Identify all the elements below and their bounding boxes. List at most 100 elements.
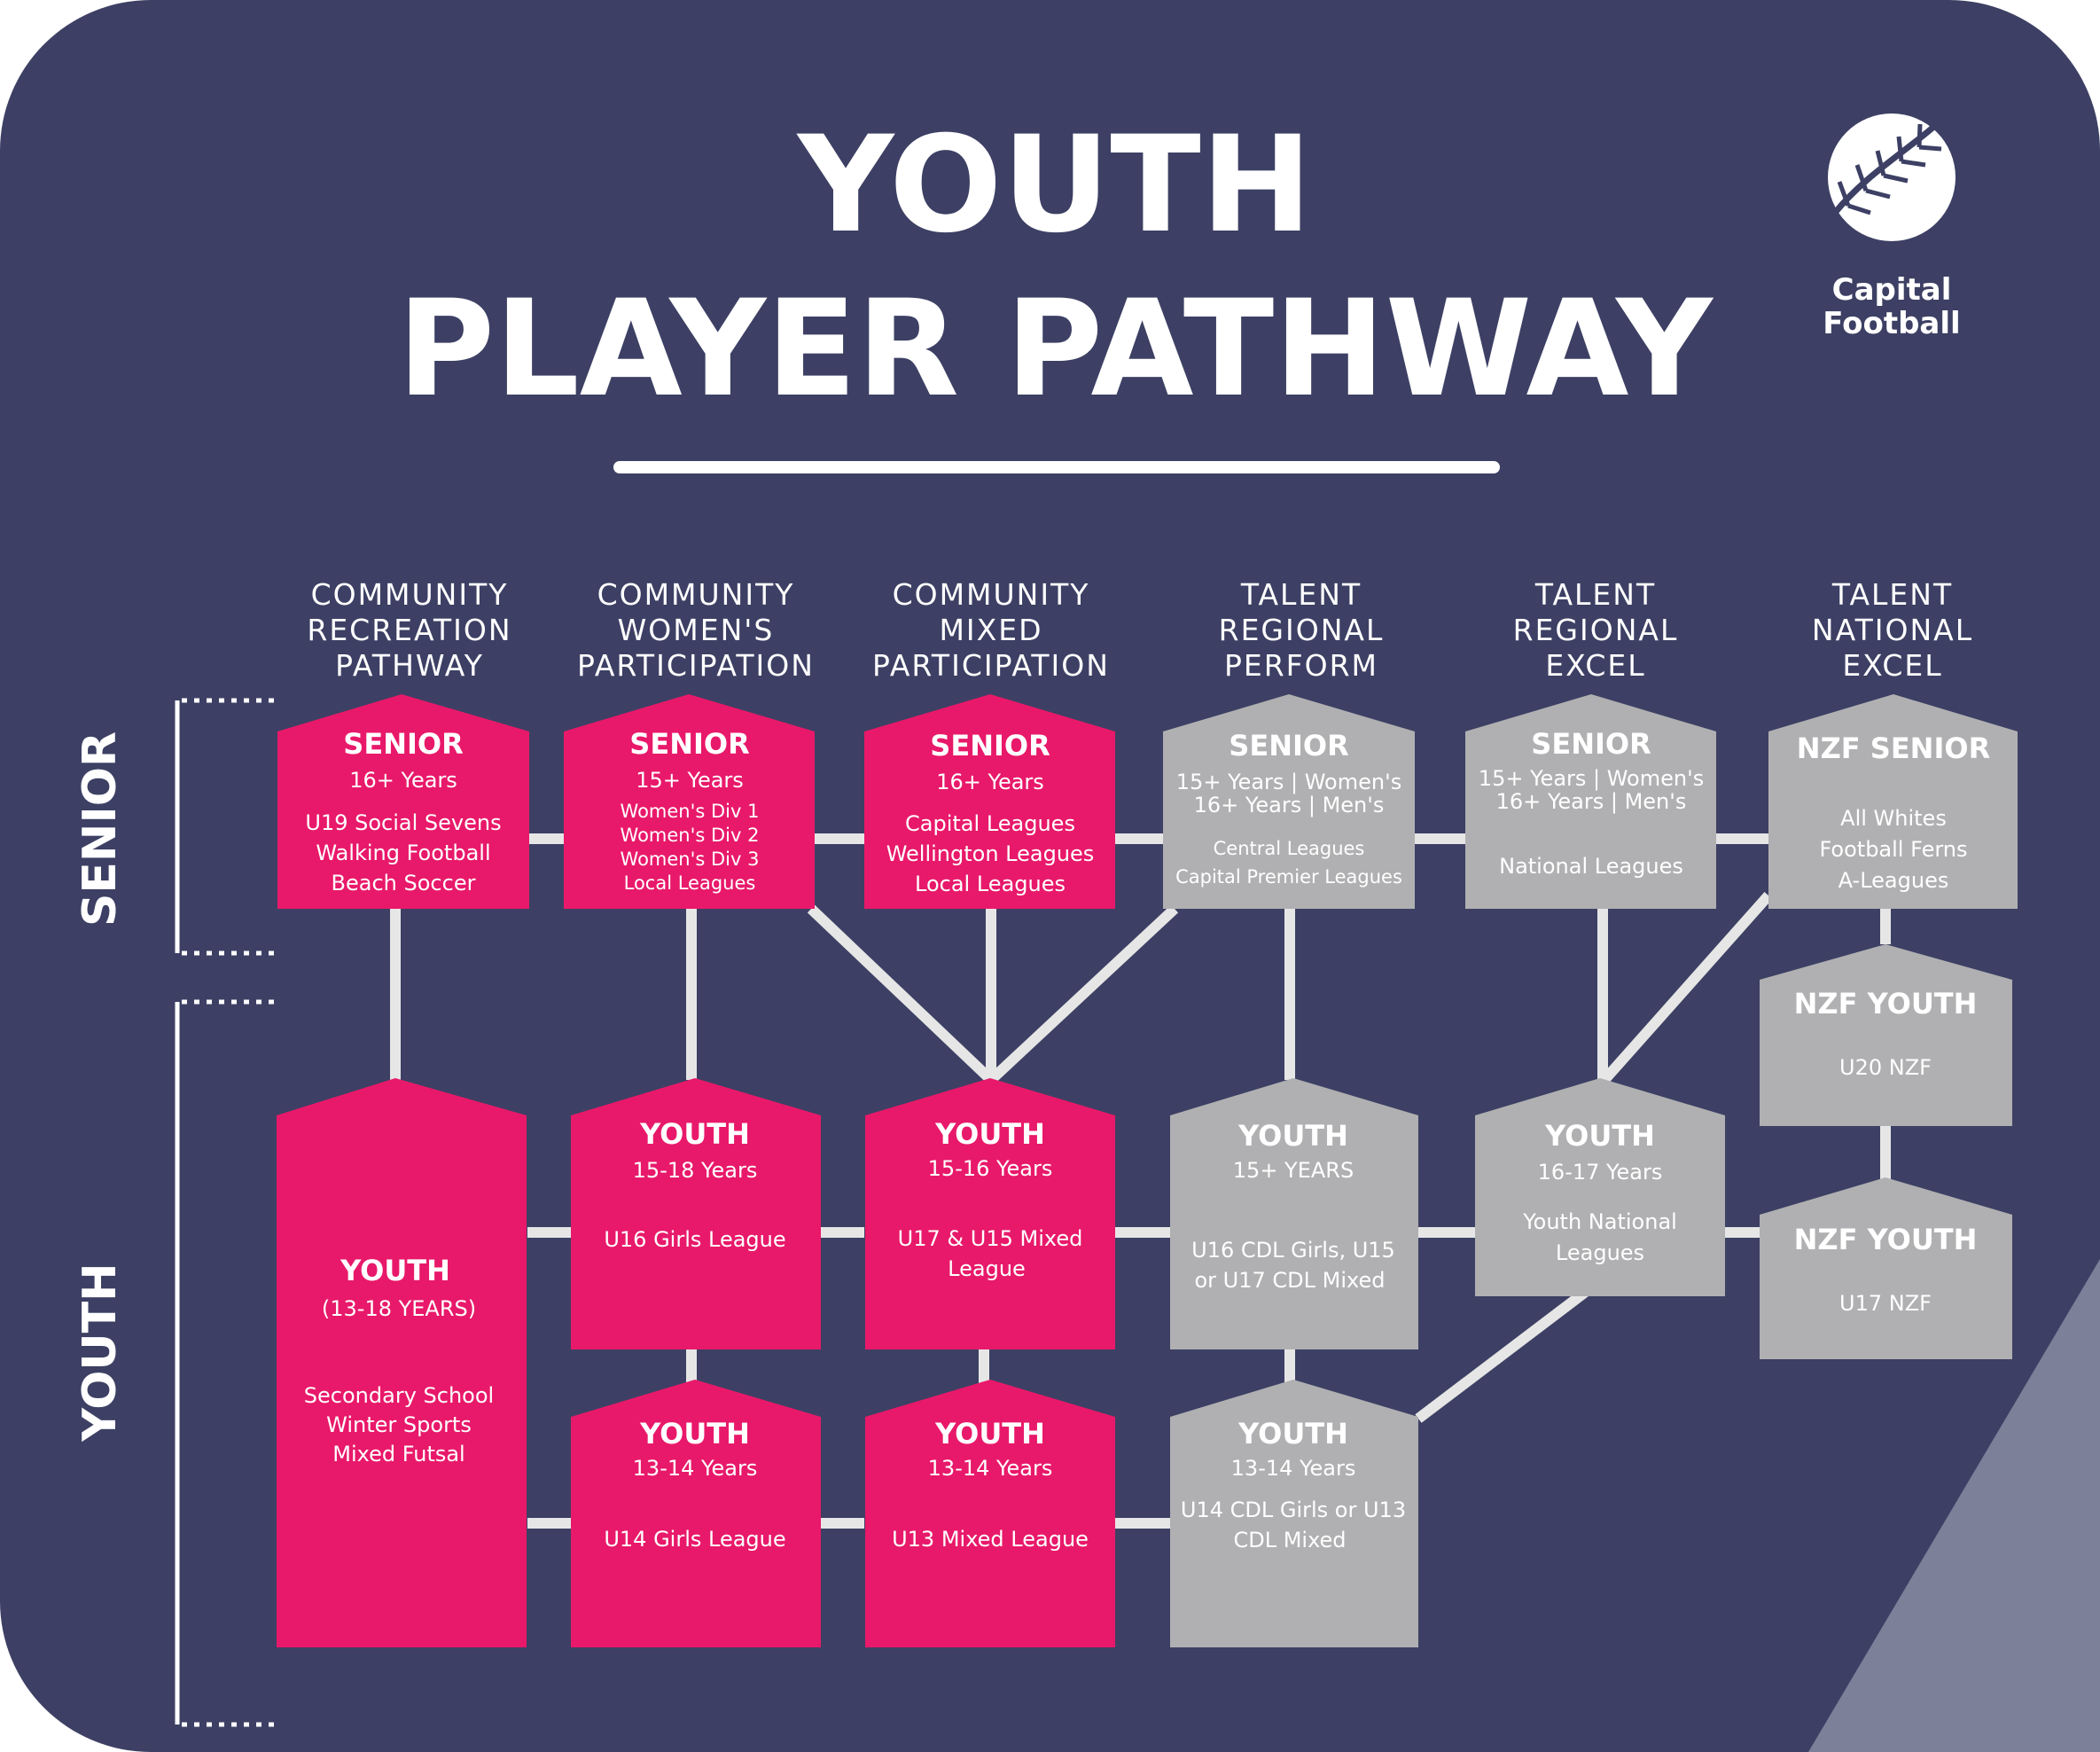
svg-text:REGIONAL: REGIONAL [1219,613,1385,647]
column-header-regional-excel: TALENT REGIONAL EXCEL [1513,577,1679,683]
svg-text:YOUTH: YOUTH [1237,1119,1348,1153]
svg-text:16+ Years: 16+ Years [349,768,457,793]
column-header-mixed: COMMUNITY MIXED PARTICIPATION [872,577,1110,683]
svg-text:NZF SENIOR: NZF SENIOR [1797,731,1990,765]
svg-text:U17 NZF: U17 NZF [1839,1291,1932,1316]
svg-text:YOUTH: YOUTH [340,1254,450,1287]
svg-text:15-16 Years: 15-16 Years [928,1156,1053,1181]
svg-text:16+ Years: 16+ Years [936,770,1044,794]
svg-text:Women's Div 1: Women's Div 1 [621,801,760,822]
svg-text:U13 Mixed League: U13 Mixed League [892,1527,1089,1552]
column-header-national-excel: TALENT NATIONAL EXCEL [1812,577,1973,683]
svg-text:YOUTH: YOUTH [639,1417,750,1451]
box-womens-youth-13-14: YOUTH 13-14 Years U14 Girls League [571,1380,821,1647]
svg-text:Wellington Leagues: Wellington Leagues [886,841,1095,866]
title-line-1: YOUTH [796,108,1312,262]
svg-text:U14 Girls League: U14 Girls League [604,1527,785,1552]
svg-text:EXCEL: EXCEL [1842,648,1942,683]
svg-text:15+ Years | Women's: 15+ Years | Women's [1176,770,1401,794]
svg-text:16+ Years | Men's: 16+ Years | Men's [1194,793,1385,817]
svg-text:SENIOR: SENIOR [1531,727,1651,761]
svg-text:Local Leagues: Local Leagues [624,872,756,894]
svg-text:NZF YOUTH: NZF YOUTH [1794,1223,1978,1256]
box-regional-excel-senior: SENIOR 15+ Years | Women's 16+ Years | M… [1465,694,1716,909]
svg-text:SENIOR: SENIOR [930,729,1050,763]
side-label-senior: SENIOR [74,731,127,927]
svg-text:U16 Girls League: U16 Girls League [604,1227,785,1252]
svg-text:EXCEL: EXCEL [1545,648,1645,683]
svg-text:Central Leagues: Central Leagues [1214,838,1365,859]
svg-text:TALENT: TALENT [1240,577,1362,612]
svg-text:A-Leagues: A-Leagues [1838,868,1949,893]
svg-text:MIXED: MIXED [939,613,1042,647]
svg-text:WOMEN'S: WOMEN'S [618,613,775,647]
box-perform-senior: SENIOR 15+ Years | Women's 16+ Years | M… [1163,694,1415,909]
box-womens-senior: SENIOR 15+ Years Women's Div 1 Women's D… [564,694,815,909]
svg-text:SENIOR: SENIOR [629,727,749,761]
svg-text:National Leagues: National Leagues [1499,854,1683,879]
box-regional-excel-youth: YOUTH 16-17 Years Youth National Leagues [1475,1078,1725,1296]
svg-text:Beach Soccer: Beach Soccer [332,871,476,896]
svg-text:15-18 Years: 15-18 Years [633,1158,758,1183]
svg-text:NATIONAL: NATIONAL [1812,613,1973,647]
svg-text:YOUTH: YOUTH [1237,1417,1348,1451]
box-mixed-youth-15-16: YOUTH 15-16 Years U17 & U15 Mixed League [865,1078,1115,1349]
svg-text:13-14 Years: 13-14 Years [633,1456,758,1481]
svg-text:13-14 Years: 13-14 Years [928,1456,1053,1481]
svg-text:All Whites: All Whites [1840,806,1947,831]
svg-text:YOUTH: YOUTH [1544,1119,1655,1153]
svg-text:YOUTH: YOUTH [934,1417,1045,1451]
title-underline [613,461,1500,473]
svg-text:REGIONAL: REGIONAL [1513,613,1679,647]
box-recreation-youth: YOUTH (13-18 YEARS) Secondary School Win… [277,1078,527,1647]
title-line-2: PLAYER PATHWAY [397,272,1714,426]
column-header-recreation: COMMUNITY RECREATION PATHWAY [307,577,510,683]
svg-text:Capital Premier Leagues: Capital Premier Leagues [1175,866,1402,888]
svg-text:Youth National: Youth National [1522,1209,1677,1234]
svg-text:15+ Years: 15+ Years [636,768,744,793]
column-header-womens: COMMUNITY WOMEN'S PARTICIPATION [577,577,815,683]
svg-text:16+ Years | Men's: 16+ Years | Men's [1496,789,1687,814]
svg-text:PATHWAY: PATHWAY [335,648,484,683]
svg-text:Women's Div 3: Women's Div 3 [621,849,760,870]
svg-text:Local Leagues: Local Leagues [915,872,1066,896]
logo-text-line-1: Capital [1832,272,1952,308]
box-national-youth-u17: NZF YOUTH U17 NZF [1760,1177,2012,1359]
svg-text:Capital Leagues: Capital Leagues [905,811,1075,836]
svg-text:YOUTH: YOUTH [639,1117,750,1151]
svg-text:YOUTH: YOUTH [934,1117,1045,1151]
svg-text:TALENT: TALENT [1534,577,1656,612]
svg-text:U20 NZF: U20 NZF [1839,1055,1932,1080]
box-perform-youth-13-14: YOUTH 13-14 Years U14 CDL Girls or U13 C… [1170,1380,1418,1647]
box-mixed-youth-13-14: YOUTH 13-14 Years U13 Mixed League [865,1380,1115,1647]
svg-text:Walking Football: Walking Football [316,841,490,865]
senior-bracket [175,698,279,956]
svg-text:or U17 CDL Mixed: or U17 CDL Mixed [1195,1268,1386,1293]
svg-text:PARTICIPATION: PARTICIPATION [577,648,815,683]
svg-text:Secondary School: Secondary School [304,1383,494,1408]
svg-text:COMMUNITY: COMMUNITY [893,577,1090,612]
svg-text:CDL Mixed: CDL Mixed [1233,1528,1346,1553]
svg-text:Mixed Futsal: Mixed Futsal [332,1442,464,1467]
side-label-youth: YOUTH [74,1263,127,1442]
box-national-youth-u20: NZF YOUTH U20 NZF [1760,944,2012,1126]
svg-text:PARTICIPATION: PARTICIPATION [872,648,1110,683]
svg-text:TALENT: TALENT [1831,577,1953,612]
logo-text-line-2: Football [1823,306,1960,341]
svg-text:15+ YEARS: 15+ YEARS [1233,1158,1354,1183]
box-national-senior: NZF SENIOR All Whites Football Ferns A-L… [1768,694,2018,909]
svg-text:SENIOR: SENIOR [1229,729,1348,763]
svg-text:COMMUNITY: COMMUNITY [311,577,509,612]
svg-text:U19 Social Sevens: U19 Social Sevens [305,810,501,835]
connectors [390,833,1891,1529]
svg-text:Winter Sports: Winter Sports [326,1412,472,1437]
svg-text:U16 CDL Girls, U15: U16 CDL Girls, U15 [1191,1238,1395,1263]
column-header-perform: TALENT REGIONAL PERFORM [1219,577,1385,683]
svg-text:13-14 Years: 13-14 Years [1231,1456,1356,1481]
fern-ball-icon [1828,104,1957,241]
svg-text:U17 & U15 Mixed: U17 & U15 Mixed [898,1226,1083,1251]
svg-text:16-17 Years: 16-17 Years [1538,1160,1663,1185]
svg-text:NZF YOUTH: NZF YOUTH [1794,987,1978,1021]
svg-text:COMMUNITY: COMMUNITY [597,577,795,612]
box-mixed-senior: SENIOR 16+ Years Capital Leagues Welling… [864,694,1115,909]
